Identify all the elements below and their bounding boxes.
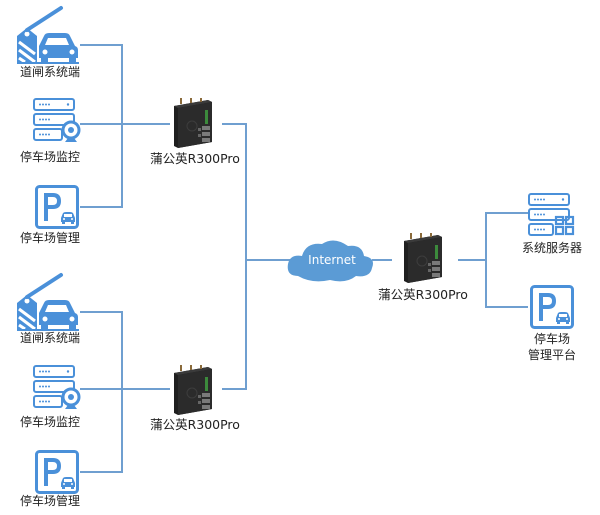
link-hq-devices [485,212,528,308]
site2-monitor-label: 停车场监控 [19,415,80,429]
server-camera-icon [32,97,81,144]
site1-barrier-label: 道闸系统端 [19,65,80,79]
connection-lines [80,44,528,473]
link-site1-barrier [80,44,170,125]
link-site1-parking [80,124,123,208]
hq-router-label: 蒲公英R300Pro [378,287,468,302]
router-icon [173,97,213,149]
hq-platform-label-line1: 停车场 [533,332,570,346]
link-site2-barrier [80,311,170,390]
cloud-icon [287,240,373,282]
link-router1-trunk [222,123,247,390]
parking-icon [35,185,79,229]
site2-barrier-label: 道闸系统端 [19,331,80,345]
barrier-car-icon [15,6,81,66]
site2-parking-label: 停车场管理 [19,494,80,508]
link-site2-parking [80,389,123,473]
internet-label: Internet [308,253,356,267]
parking-icon [35,450,79,494]
router-icon [173,364,213,416]
server-camera-icon [32,364,81,411]
router-icon [403,232,443,284]
site1-monitor-label: 停车场监控 [19,150,80,164]
site2-router-label: 蒲公英R300Pro [150,417,240,432]
hq-platform-label-line2: 管理平台 [527,348,576,362]
site1-router-label: 蒲公英R300Pro [150,151,240,166]
parking-icon [530,285,574,329]
site1-parking-label: 停车场管理 [19,231,80,245]
hq-server-label: 系统服务器 [521,241,582,255]
barrier-car-icon [15,273,81,333]
server-grid-icon [527,192,575,237]
